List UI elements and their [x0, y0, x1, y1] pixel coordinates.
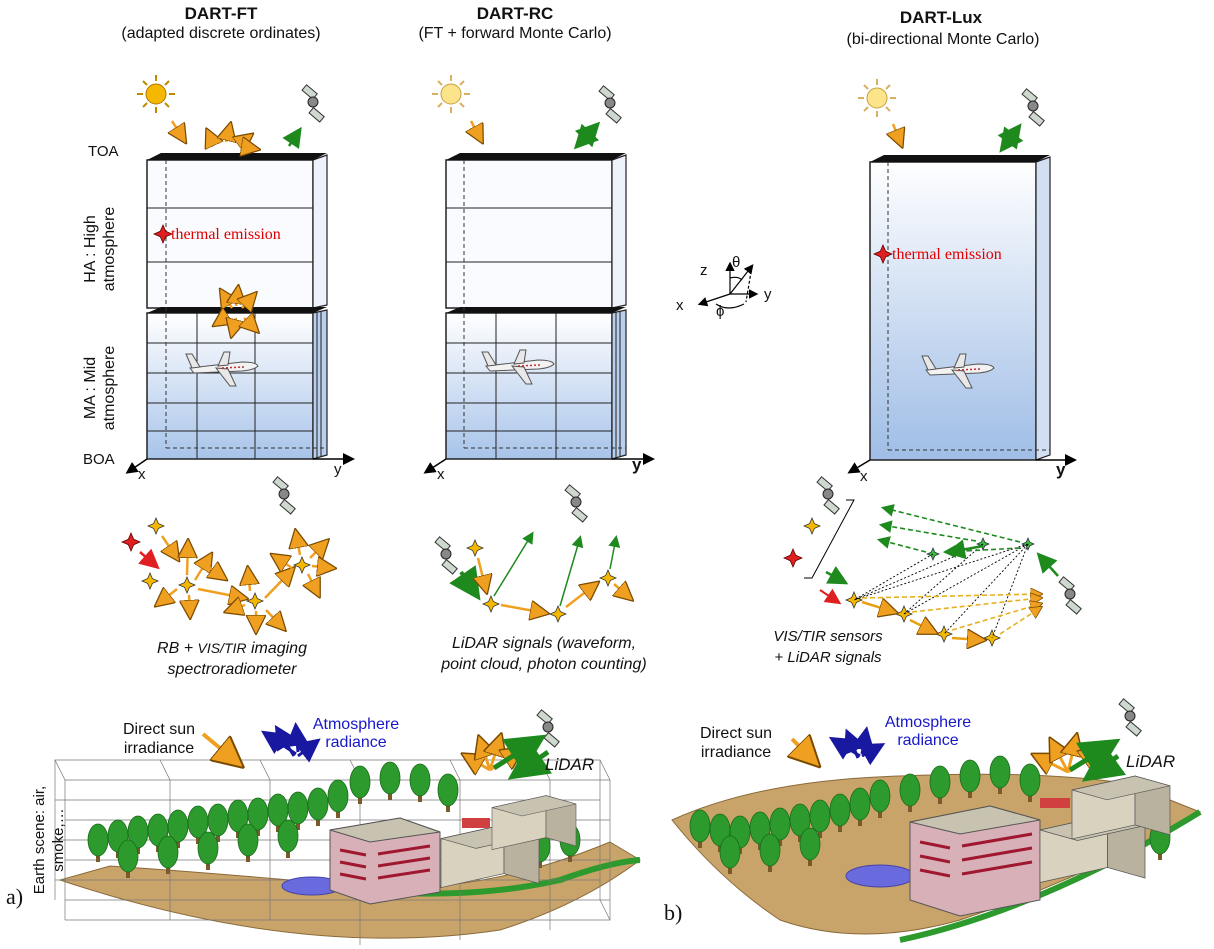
scene-b-sun-arrow — [792, 739, 815, 762]
coord-theta-label: θ — [732, 254, 741, 271]
lux-title: DART-Lux — [899, 8, 983, 27]
scene-b — [671, 755, 1202, 943]
high-atmosphere-label: HA : High atmosphere — [82, 206, 118, 292]
lux-bidirectional-diagram — [783, 476, 1082, 646]
lux-caption-line1: VIS/TIR sensors — [773, 628, 883, 645]
lux-satellite-icon — [1021, 88, 1045, 127]
scene-a-lidar-label: LiDAR — [545, 755, 595, 774]
mid-atmosphere-label: MA : Mid atmosphere — [82, 345, 118, 431]
ft-caption-rest: imaging — [246, 640, 307, 657]
panel-b-label: b) — [664, 900, 683, 925]
ft-scatter-arrows — [216, 289, 256, 334]
scene-b-atmosphere-radiance-label: Atmosphere radiance — [884, 714, 972, 749]
rc-subtitle: (FT + forward Monte Carlo) — [418, 25, 612, 42]
rc-y-axis-label: y — [632, 455, 642, 474]
rc-caption-line1: LiDAR signals (waveform, — [451, 635, 637, 652]
ft-x-axis-label: x — [138, 466, 146, 483]
ft-caption-prefix: RB + — [157, 640, 198, 657]
lux-atmosphere-box — [869, 155, 1051, 461]
rc-caption-line2: point cloud, photon counting) — [441, 656, 647, 673]
ft-subtitle: (adapted discrete ordinates) — [121, 25, 321, 42]
rc-x-axis-label: x — [437, 466, 445, 483]
rc-lidar-diagram — [434, 484, 630, 623]
ft-caption: RB + VIS/TIR imaging spectroradiometer — [112, 638, 352, 680]
rc-satellite-icon — [598, 85, 622, 124]
lux-y-axis-label: y — [1056, 460, 1066, 479]
lux-sun-icon — [857, 78, 897, 118]
ft-sun-icon — [136, 74, 176, 114]
ft-satellite-icon — [301, 84, 325, 123]
rc-caption: LiDAR signals (waveform, point cloud, ph… — [412, 633, 676, 675]
rc-title: DART-RC — [476, 4, 554, 23]
lux-caption-line2: + LiDAR signals — [774, 649, 882, 666]
coord-phi-label: ϕ — [716, 303, 725, 320]
lux-x-axis-label: x — [860, 468, 868, 485]
scene-a-atmosphere-radiance-label: Atmosphere radiance — [312, 716, 400, 751]
coordinate-system-diagram — [697, 261, 759, 309]
scene-a-reflection-arrows — [466, 738, 553, 780]
lux-thermal-emission-label: thermal emission — [892, 246, 1002, 263]
earth-scene-label: Earth scene: air, smoke,… — [31, 785, 67, 895]
scene-a-sun-arrow — [201, 732, 238, 763]
scene-b-lidar-label: LiDAR — [1126, 752, 1176, 771]
lux-caption: VIS/TIR sensors + LiDAR signals — [748, 626, 908, 668]
ft-title: DART-FT — [184, 4, 258, 23]
ft-caption-vis-tir: VIS/TIR — [197, 640, 247, 656]
rc-atmosphere-box — [445, 153, 627, 460]
panel-a-label: a) — [6, 884, 24, 909]
boa-label: BOA — [83, 451, 115, 468]
scene-b-satellite-icon — [1118, 698, 1142, 737]
scene-a-atmosphere-arrows — [261, 722, 321, 763]
coord-y-label: y — [764, 286, 772, 303]
scene-b-reflection-arrows — [1036, 738, 1127, 782]
toa-label: TOA — [88, 143, 119, 160]
ft-caption-line2: spectroradiometer — [167, 661, 297, 678]
ft-thermal-emission-label: thermal emission — [171, 226, 281, 243]
rc-sun-icon — [431, 74, 471, 114]
ft-top-arrows — [172, 121, 302, 149]
scene-a-direct-sun-label: Direct sun irradiance — [122, 721, 196, 757]
lux-subtitle: (bi-directional Monte Carlo) — [846, 31, 1040, 48]
coord-x-label: x — [676, 297, 684, 314]
scene-b-direct-sun-label: Direct sun irradiance — [699, 725, 773, 761]
ft-scattering-diagram — [121, 476, 332, 630]
scene-a — [54, 759, 641, 945]
scene-b-atmosphere-arrows — [828, 726, 886, 766]
coord-z-label: z — [700, 262, 708, 279]
ft-y-axis-label: y — [334, 461, 342, 478]
scene-a-satellite-icon — [536, 709, 560, 748]
